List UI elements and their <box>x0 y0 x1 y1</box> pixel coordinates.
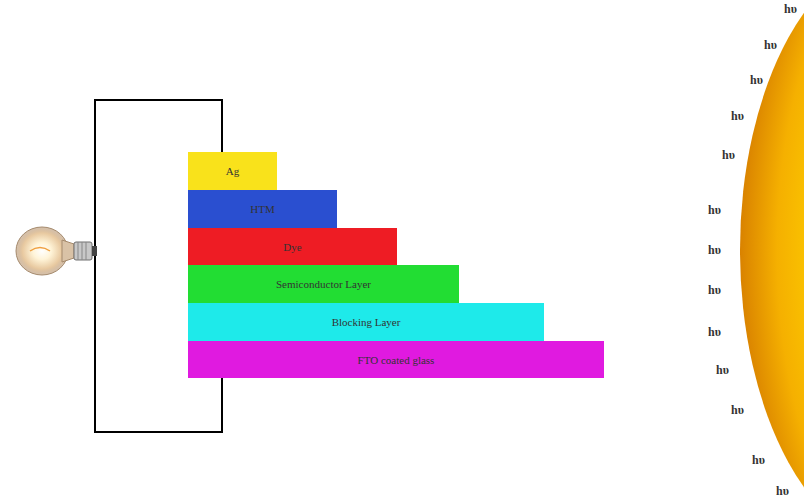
layer-label: Ag <box>226 165 239 177</box>
htm-layer: HTM <box>188 190 337 228</box>
fto-glass-layer: FTO coated glass <box>188 341 604 378</box>
layer-label: Blocking Layer <box>332 316 401 328</box>
photon-label: hυ <box>750 73 763 87</box>
sun <box>740 0 804 502</box>
photon-label: hυ <box>784 2 797 16</box>
photon-label: hυ <box>708 203 721 217</box>
photon-label: hυ <box>764 38 777 52</box>
layer-label: Semiconductor Layer <box>276 278 371 290</box>
ag-layer: Ag <box>188 152 277 190</box>
photon-label: hυ <box>776 484 789 498</box>
layer-label: Dye <box>283 241 301 253</box>
photon-label: hυ <box>722 148 735 162</box>
semiconductor-layer: Semiconductor Layer <box>188 265 459 303</box>
photon-label: hυ <box>716 363 729 377</box>
light-bulb <box>16 227 97 275</box>
layer-label: FTO coated glass <box>358 354 435 366</box>
dye-layer: Dye <box>188 228 397 265</box>
photon-label: hυ <box>708 243 721 257</box>
photon-label: hυ <box>731 109 744 123</box>
blocking-layer: Blocking Layer <box>188 303 544 341</box>
photon-label: hυ <box>708 283 721 297</box>
photon-label: hυ <box>731 403 744 417</box>
photon-label: hυ <box>752 453 765 467</box>
layer-label: HTM <box>250 203 274 215</box>
photon-label: hυ <box>708 325 721 339</box>
